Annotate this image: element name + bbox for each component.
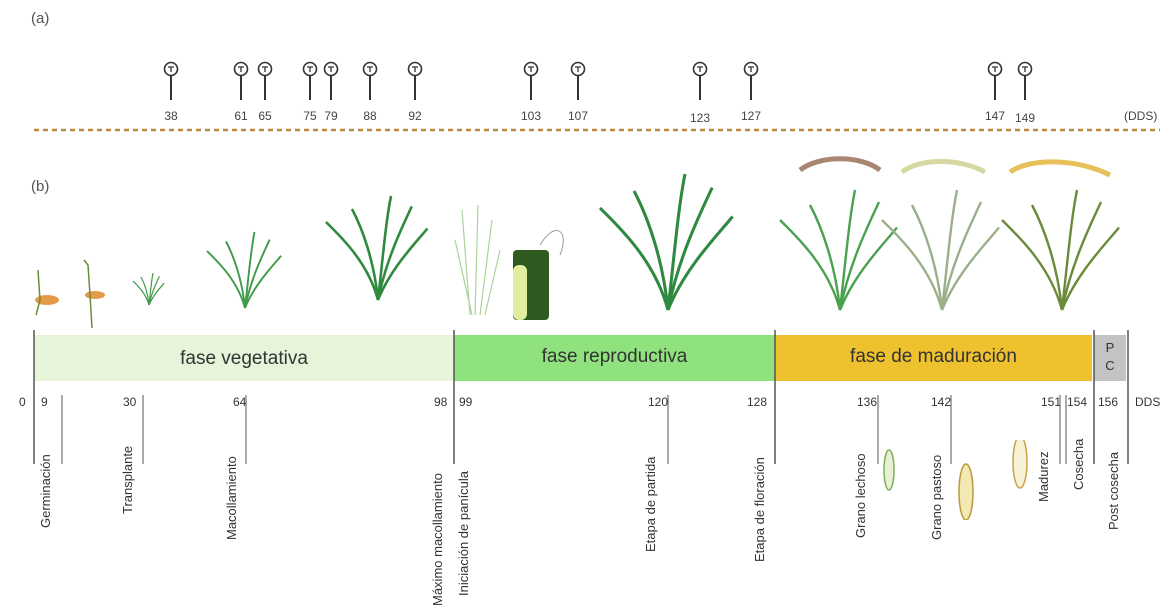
seedling-icon [133, 273, 164, 305]
marker-pin-92 [409, 63, 422, 101]
max-tillering-plant-icon [326, 196, 427, 300]
tillering-plant-icon [207, 232, 281, 308]
marker-pin-65 [259, 63, 272, 101]
day-99: 99 [459, 395, 472, 409]
milk-grain-icon [884, 450, 894, 490]
marker-127: 127 [741, 109, 761, 123]
marker-pin-123 [694, 63, 707, 101]
booting-plant-icon [600, 174, 733, 310]
marker-pin-38 [165, 63, 178, 101]
marker-pin-88 [364, 63, 377, 101]
marker-147: 147 [985, 109, 1005, 123]
day-0: 0 [19, 395, 26, 409]
marker-79: 79 [324, 109, 337, 123]
marker-pin-79 [325, 63, 338, 101]
dough-grain-plant-icon [882, 162, 999, 311]
day-128: 128 [747, 395, 767, 409]
day-9: 9 [41, 395, 48, 409]
marker-65: 65 [258, 109, 271, 123]
day-120: 120 [648, 395, 668, 409]
marker-pin-107 [572, 63, 585, 101]
marker-92: 92 [408, 109, 421, 123]
day-154: 154 [1067, 395, 1087, 409]
mature-grain-icon [1013, 440, 1027, 488]
mature-plant-icon [1002, 162, 1119, 310]
marker-103: 103 [521, 109, 541, 123]
day-98: 98 [434, 395, 447, 409]
dough-grain-icon [959, 464, 973, 520]
panicle-initiation-plant-icon [455, 205, 563, 320]
day-64: 64 [233, 395, 246, 409]
milk-grain-plant-icon [780, 159, 897, 310]
day-30: 30 [123, 395, 136, 409]
marker-pin-147 [989, 63, 1002, 101]
grain-illustrations [0, 440, 1171, 520]
day-142: 142 [931, 395, 951, 409]
marker-38: 38 [164, 109, 177, 123]
day-136: 136 [857, 395, 877, 409]
marker-123: 123 [690, 111, 710, 125]
marker-pin-75 [304, 63, 317, 101]
marker-61: 61 [234, 109, 247, 123]
marker-unit: (DDS) [1124, 109, 1157, 123]
marker-pin-127 [745, 63, 758, 101]
marker-pin-61 [235, 63, 248, 101]
marker-pin-103 [525, 63, 538, 101]
day-151: 151 [1041, 395, 1061, 409]
marker-107: 107 [568, 109, 588, 123]
germination-plant-icon [35, 260, 105, 328]
marker-pin-149 [1019, 63, 1032, 101]
marker-88: 88 [363, 109, 376, 123]
day-156: 156 [1098, 395, 1118, 409]
marker-149: 149 [1015, 111, 1035, 125]
day-unit: DDS [1135, 395, 1160, 409]
plant-illustrations [0, 150, 1171, 335]
marker-75: 75 [303, 109, 316, 123]
